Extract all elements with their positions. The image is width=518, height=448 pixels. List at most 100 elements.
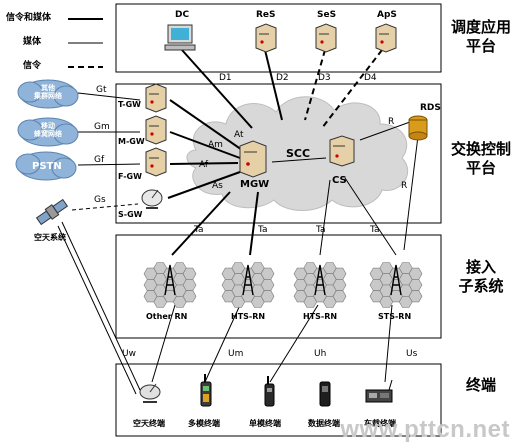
radio-tower-icon — [390, 264, 402, 296]
link-ta-3-label: Ta — [316, 225, 326, 235]
single-mode-terminal-icon — [264, 376, 275, 407]
rds-label: RDS — [420, 103, 441, 113]
terminal-data-label: 数据终端 — [308, 419, 340, 428]
link-us — [384, 304, 393, 383]
access-cell-cluster-1 — [143, 262, 197, 308]
link-am-label: Am — [208, 140, 223, 150]
watermark: www.pttcn.net — [340, 416, 510, 443]
res-server-icon — [255, 23, 277, 53]
access-sts-rn-label: STS-RN — [378, 312, 412, 321]
space-terminal-icon — [139, 383, 161, 403]
link-gs-label: Gs — [94, 195, 106, 205]
legend-signal-media-label: 信令和媒体 — [6, 13, 52, 23]
link-d1 — [181, 49, 253, 129]
cloud-pstn — [15, 151, 77, 181]
link-d4 — [321, 49, 383, 129]
access-other-rn-label: Other RN — [146, 312, 188, 321]
tgw-server-icon — [145, 83, 167, 113]
link-rds-top — [359, 121, 411, 141]
link-at-label: At — [234, 130, 244, 140]
cell-hexagon — [182, 290, 197, 303]
gateway-mgw-label: M-GW — [118, 137, 145, 146]
scc-label: SCC — [286, 147, 311, 160]
network-mobile-cellular-label: 移动 蜂窝网络 — [34, 122, 62, 138]
node-ses-label: SeS — [317, 10, 337, 20]
link-ta-2-label: Ta — [258, 225, 268, 235]
rds-link-top-label: R — [388, 117, 395, 127]
link-ta-4-label: Ta — [370, 225, 380, 235]
gateway-tgw-label: T-GW — [118, 100, 141, 109]
access-cells — [143, 262, 423, 308]
mgw-label: MGW — [240, 179, 270, 190]
link-ta-4 — [344, 177, 397, 256]
link-gt — [77, 92, 141, 101]
network-other-trunk-label: 其他 集群网络 — [34, 84, 62, 100]
gateway-fgw-label: F-GW — [118, 172, 142, 181]
cell-hexagon — [332, 290, 347, 303]
cloud-mobile-cellular — [17, 117, 79, 147]
cs-label: CS — [332, 175, 347, 186]
terminal-platform-label: 终端 — [465, 376, 496, 394]
link-space-terminal-2 — [57, 225, 137, 395]
node-aps-label: ApS — [377, 10, 397, 20]
rds-database-icon — [408, 115, 428, 141]
terminal-single-mode-label: 单模终端 — [249, 419, 281, 428]
node-dc-label: DC — [175, 10, 190, 20]
access-cell-cluster-3 — [293, 262, 347, 308]
mgw-gateway-server-icon — [145, 115, 167, 145]
link-gm-label: Gm — [94, 122, 110, 132]
mgw-core-server-icon — [239, 140, 267, 178]
cell-hexagon — [260, 290, 275, 303]
link-ta-1 — [171, 191, 231, 256]
radio-tower-icon — [242, 264, 254, 296]
fgw-server-icon — [145, 147, 167, 177]
multimode-terminal-icon — [200, 374, 212, 407]
link-uh-label: Uh — [314, 349, 327, 359]
link-um — [204, 304, 241, 383]
link-ta-1-label: Ta — [194, 225, 204, 235]
radio-tower-icon — [314, 264, 326, 296]
link-d3 — [304, 49, 326, 121]
link-af-label: Af — [199, 160, 209, 170]
rds-link-side-label: R — [401, 181, 408, 191]
link-mgw-cs — [271, 157, 327, 163]
cs-server-icon — [329, 135, 355, 167]
data-terminal-icon — [319, 381, 331, 407]
link-af — [169, 162, 239, 165]
link-uh — [269, 304, 319, 383]
access-cell-cluster-4 — [369, 262, 423, 308]
link-ta-2 — [249, 191, 259, 256]
link-d4-label: D4 — [364, 73, 377, 83]
cloud-other-trunk — [17, 79, 79, 109]
node-res-label: ReS — [256, 10, 276, 20]
dc-computer-icon — [164, 24, 196, 51]
terminal-multimode-label: 多模终端 — [188, 419, 220, 428]
legend-signal-label: 信令 — [23, 61, 42, 71]
access-platform-label: 接入 子系统 — [458, 258, 504, 295]
link-um-label: Um — [228, 349, 244, 359]
space-system-label: 空天系统 — [34, 233, 66, 242]
link-rds-side — [403, 135, 419, 251]
link-d3-label: D3 — [318, 73, 331, 83]
sgw-satellite-dish-icon — [141, 189, 163, 209]
link-uw — [151, 304, 176, 383]
vehicle-terminal-icon — [365, 379, 393, 403]
legend-media-label: 媒体 — [23, 37, 42, 47]
link-uw-label: Uw — [122, 349, 136, 359]
satellite-icon — [35, 198, 69, 226]
link-d1-label: D1 — [219, 73, 232, 83]
cell-hexagon — [408, 290, 423, 303]
link-d2-label: D2 — [276, 73, 289, 83]
gateway-sgw-label: S-GW — [118, 210, 143, 219]
link-at — [169, 99, 246, 153]
link-gf-label: Gf — [94, 155, 105, 165]
link-d2 — [264, 49, 283, 121]
ses-server-icon — [315, 23, 337, 53]
access-cell-cluster-2 — [221, 262, 275, 308]
terminal-vehicle-label: 车载终端 — [364, 419, 396, 428]
link-ta-3 — [319, 179, 331, 256]
scc-cloud — [186, 96, 408, 211]
switch-platform-label: 交换控制 平台 — [450, 140, 511, 177]
